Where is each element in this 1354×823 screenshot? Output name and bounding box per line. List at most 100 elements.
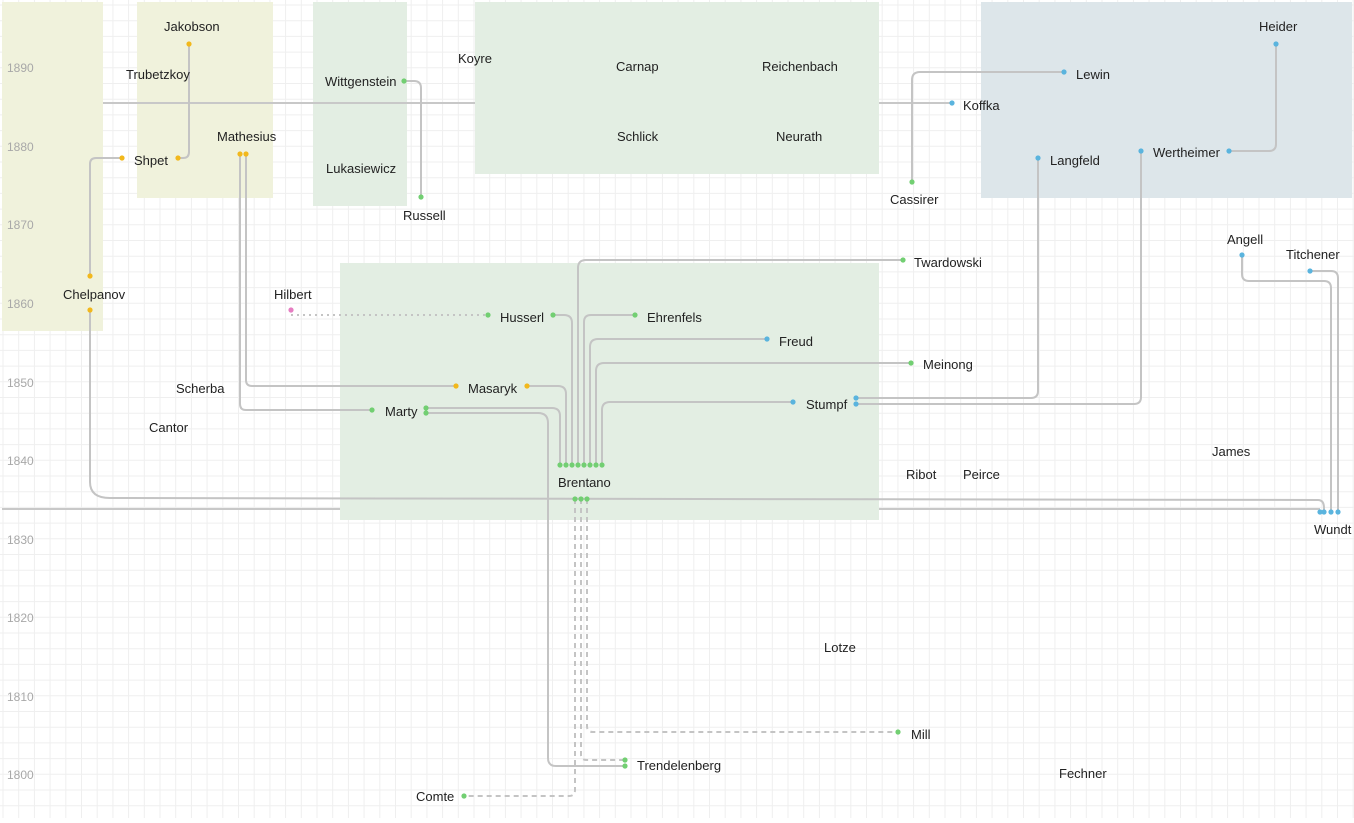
dot-brentano bbox=[578, 496, 584, 502]
dot-chelpanov bbox=[87, 307, 93, 313]
dot-marty bbox=[423, 410, 429, 416]
group-prague-region bbox=[137, 2, 273, 198]
group-regions bbox=[2, 2, 1352, 520]
link-brentano-husserl bbox=[552, 314, 573, 466]
link-mathesius-marty bbox=[239, 153, 373, 411]
dot-mathesius bbox=[243, 151, 249, 157]
dot-marty bbox=[423, 405, 429, 411]
person-masaryk[interactable]: Masaryk bbox=[468, 381, 518, 396]
person-brentano[interactable]: Brentano bbox=[558, 475, 611, 490]
dot-hilbert bbox=[288, 307, 294, 313]
person-labels: Jakobson Trubetzkoy Shpet Mathesius Chel… bbox=[63, 19, 1352, 804]
link-brentano-freud bbox=[589, 338, 768, 466]
dot-brentano bbox=[587, 462, 593, 468]
link-brentano-mill bbox=[586, 499, 898, 733]
person-fechner[interactable]: Fechner bbox=[1059, 766, 1107, 781]
person-koyre[interactable]: Koyre bbox=[458, 51, 492, 66]
dots-green bbox=[369, 78, 915, 799]
person-neurath[interactable]: Neurath bbox=[776, 129, 822, 144]
link-chelpanov-wundt bbox=[89, 309, 1325, 513]
dot-brentano bbox=[599, 462, 605, 468]
person-cantor[interactable]: Cantor bbox=[149, 420, 189, 435]
person-lewin[interactable]: Lewin bbox=[1076, 67, 1110, 82]
person-scherba[interactable]: Scherba bbox=[176, 381, 225, 396]
person-reichenbach[interactable]: Reichenbach bbox=[762, 59, 838, 74]
link-brentano-ehrenfels bbox=[583, 314, 636, 466]
dot-shpet bbox=[119, 155, 125, 161]
year-label: 1800 bbox=[7, 768, 34, 782]
year-label: 1810 bbox=[7, 690, 34, 704]
link-wittgenstein-russell bbox=[403, 80, 422, 198]
dot-marty bbox=[369, 407, 375, 413]
person-hilbert[interactable]: Hilbert bbox=[274, 287, 312, 302]
person-wittgenstein[interactable]: Wittgenstein bbox=[325, 74, 397, 89]
dot-masaryk bbox=[453, 383, 459, 389]
person-shpet[interactable]: Shpet bbox=[134, 153, 168, 168]
dot-mathesius bbox=[237, 151, 243, 157]
group-russian-region bbox=[2, 2, 103, 331]
person-cassirer[interactable]: Cassirer bbox=[890, 192, 939, 207]
person-ehrenfels[interactable]: Ehrenfels bbox=[647, 310, 702, 325]
dot-lewin bbox=[1061, 69, 1067, 75]
dot-twardowski bbox=[900, 257, 906, 263]
person-carnap[interactable]: Carnap bbox=[616, 59, 659, 74]
person-freud[interactable]: Freud bbox=[779, 334, 813, 349]
person-heider[interactable]: Heider bbox=[1259, 19, 1298, 34]
link-brentano-marty bbox=[425, 407, 561, 466]
person-lotze[interactable]: Lotze bbox=[824, 640, 856, 655]
person-comte[interactable]: Comte bbox=[416, 789, 454, 804]
person-lukasiewicz[interactable]: Lukasiewicz bbox=[326, 161, 396, 176]
link-cassirer-lewin bbox=[911, 71, 1065, 183]
year-label: 1870 bbox=[7, 218, 34, 232]
dot-brentano bbox=[581, 462, 587, 468]
person-jakobson[interactable]: Jakobson bbox=[164, 19, 220, 34]
link-shpet-jakobson bbox=[177, 43, 190, 159]
dot-freud bbox=[764, 336, 770, 342]
person-wertheimer[interactable]: Wertheimer bbox=[1153, 145, 1221, 160]
dots-blue bbox=[764, 41, 1341, 515]
person-stumpf[interactable]: Stumpf bbox=[806, 397, 848, 412]
dot-koffka bbox=[949, 100, 955, 106]
dot-comte bbox=[461, 793, 467, 799]
person-mill[interactable]: Mill bbox=[911, 727, 931, 742]
dot-cassirer bbox=[909, 179, 915, 185]
person-trendelenberg[interactable]: Trendelenberg bbox=[637, 758, 721, 773]
link-brentano-meinong bbox=[595, 362, 912, 466]
dot-heider bbox=[1273, 41, 1279, 47]
person-koffka[interactable]: Koffka bbox=[963, 98, 1000, 113]
person-wundt[interactable]: Wundt bbox=[1314, 522, 1352, 537]
dot-stumpf bbox=[853, 395, 859, 401]
dot-brentano bbox=[584, 496, 590, 502]
dot-meinong bbox=[908, 360, 914, 366]
endpoint-dots bbox=[87, 41, 1341, 799]
person-marty[interactable]: Marty bbox=[385, 404, 418, 419]
year-label: 1820 bbox=[7, 611, 34, 625]
person-russell[interactable]: Russell bbox=[403, 208, 446, 223]
group-gestalt-region bbox=[981, 2, 1352, 198]
person-titchener[interactable]: Titchener bbox=[1286, 247, 1340, 262]
link-angell-wundt bbox=[1241, 254, 1332, 513]
dot-russell bbox=[418, 194, 424, 200]
person-trubetzkoy[interactable]: Trubetzkoy bbox=[126, 67, 190, 82]
person-angell[interactable]: Angell bbox=[1227, 232, 1263, 247]
dot-brentano bbox=[557, 462, 563, 468]
dot-wundt bbox=[1335, 509, 1341, 515]
person-james[interactable]: James bbox=[1212, 444, 1251, 459]
dot-ehrenfels bbox=[632, 312, 638, 318]
dot-stumpf bbox=[790, 399, 796, 405]
person-husserl[interactable]: Husserl bbox=[500, 310, 544, 325]
person-schlick[interactable]: Schlick bbox=[617, 129, 659, 144]
person-twardowski[interactable]: Twardowski bbox=[914, 255, 982, 270]
person-chelpanov[interactable]: Chelpanov bbox=[63, 287, 126, 302]
dot-brentano bbox=[593, 462, 599, 468]
person-meinong[interactable]: Meinong bbox=[923, 357, 973, 372]
link-chelpanov-shpet bbox=[89, 157, 123, 277]
dot-wundt bbox=[1328, 509, 1334, 515]
person-mathesius[interactable]: Mathesius bbox=[217, 129, 277, 144]
person-peirce[interactable]: Peirce bbox=[963, 467, 1000, 482]
link-brentano-trendelenberg bbox=[580, 499, 625, 761]
year-label: 1890 bbox=[7, 61, 34, 75]
person-ribot[interactable]: Ribot bbox=[906, 467, 937, 482]
dot-mill bbox=[895, 729, 901, 735]
person-langfeld[interactable]: Langfeld bbox=[1050, 153, 1100, 168]
